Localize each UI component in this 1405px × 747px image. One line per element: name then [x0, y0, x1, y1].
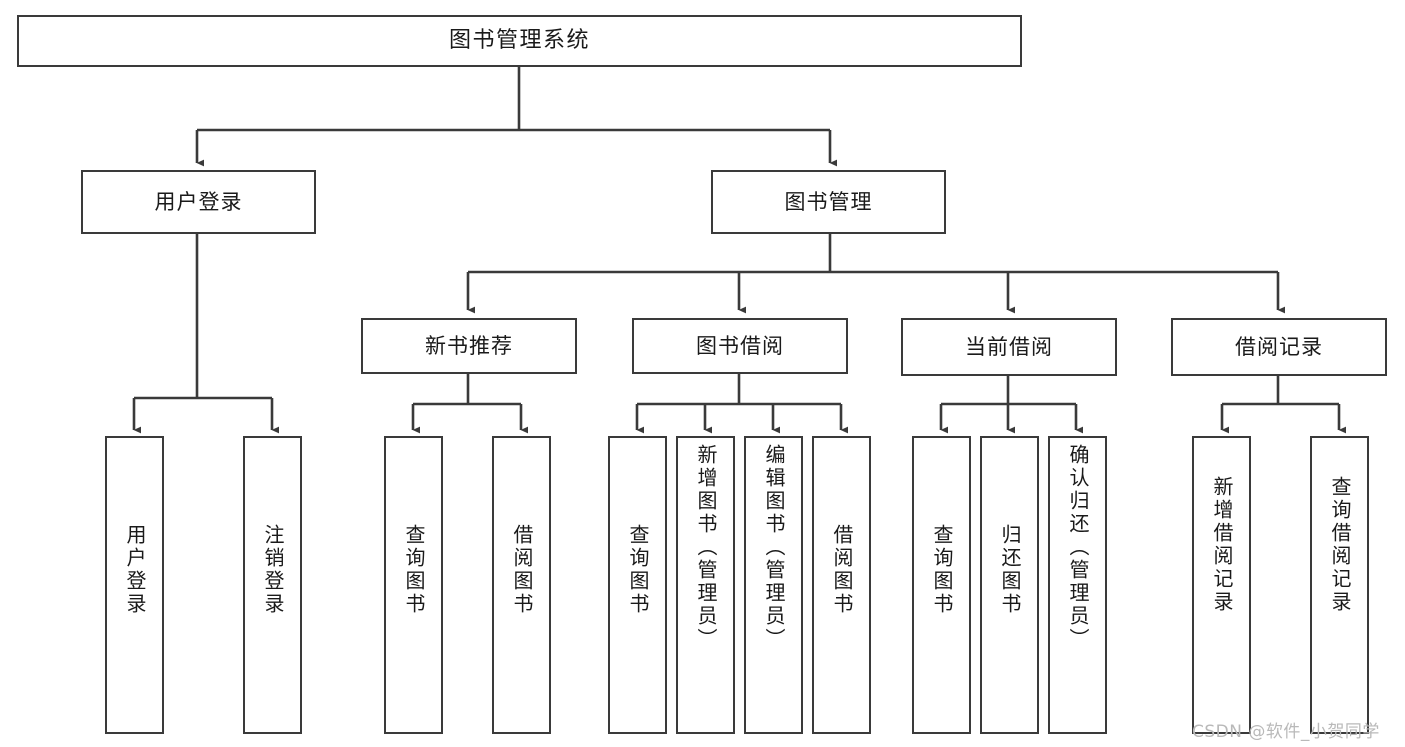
node-label: 用户登录	[123, 524, 147, 616]
node-label: 图书管理系统	[448, 28, 590, 54]
node-current-borrow[interactable]: 当前借阅	[901, 318, 1117, 376]
node-label: 查询图书	[930, 524, 954, 616]
node-label: 用户登录	[154, 189, 243, 214]
csdn-watermark: CSDN @软件_小贺同学	[1192, 722, 1380, 742]
node-label: 确认归还（管理员）	[1066, 444, 1090, 651]
leaf-edit-book[interactable]: 编辑图书（管理员）	[744, 436, 803, 734]
node-label: 查询图书	[626, 524, 650, 616]
leaf-logout-login[interactable]: 注销登录	[243, 436, 302, 734]
leaf-add-borrow-record[interactable]: 新增借阅记录	[1192, 436, 1251, 734]
leaf-return-book[interactable]: 归还图书	[980, 436, 1039, 734]
node-label: 图书借阅	[696, 333, 784, 358]
leaf-query-borrow-record[interactable]: 查询借阅记录	[1310, 436, 1369, 734]
node-book-borrow[interactable]: 图书借阅	[632, 318, 848, 374]
leaf-query-book-recommend[interactable]: 查询图书	[384, 436, 443, 734]
node-label: 借阅记录	[1235, 334, 1323, 359]
node-label: 新书推荐	[425, 333, 513, 358]
node-book-management[interactable]: 图书管理	[711, 170, 946, 234]
node-label: 归还图书	[998, 524, 1022, 616]
node-label: 图书管理	[784, 189, 873, 214]
node-label: 新增图书（管理员）	[694, 444, 718, 651]
node-label: 借阅图书	[830, 524, 854, 616]
node-borrow-record[interactable]: 借阅记录	[1171, 318, 1387, 376]
leaf-query-book-current[interactable]: 查询图书	[912, 436, 971, 734]
node-label: 借阅图书	[510, 524, 534, 616]
leaf-query-book-borrow[interactable]: 查询图书	[608, 436, 667, 734]
node-label: 查询借阅记录	[1328, 476, 1352, 614]
node-label: 注销登录	[261, 524, 285, 616]
leaf-add-book[interactable]: 新增图书（管理员）	[676, 436, 735, 734]
leaf-user-login[interactable]: 用户登录	[105, 436, 164, 734]
leaf-confirm-return[interactable]: 确认归还（管理员）	[1048, 436, 1107, 734]
node-label: 当前借阅	[965, 334, 1053, 359]
node-label: 查询图书	[402, 524, 426, 616]
node-new-book-recommend[interactable]: 新书推荐	[361, 318, 577, 374]
leaf-borrow-book-recommend[interactable]: 借阅图书	[492, 436, 551, 734]
node-label: 新增借阅记录	[1210, 476, 1234, 614]
node-root-book-management-system[interactable]: 图书管理系统	[17, 15, 1022, 67]
node-user-login[interactable]: 用户登录	[81, 170, 316, 234]
node-label: 编辑图书（管理员）	[762, 444, 786, 651]
leaf-borrow-book[interactable]: 借阅图书	[812, 436, 871, 734]
